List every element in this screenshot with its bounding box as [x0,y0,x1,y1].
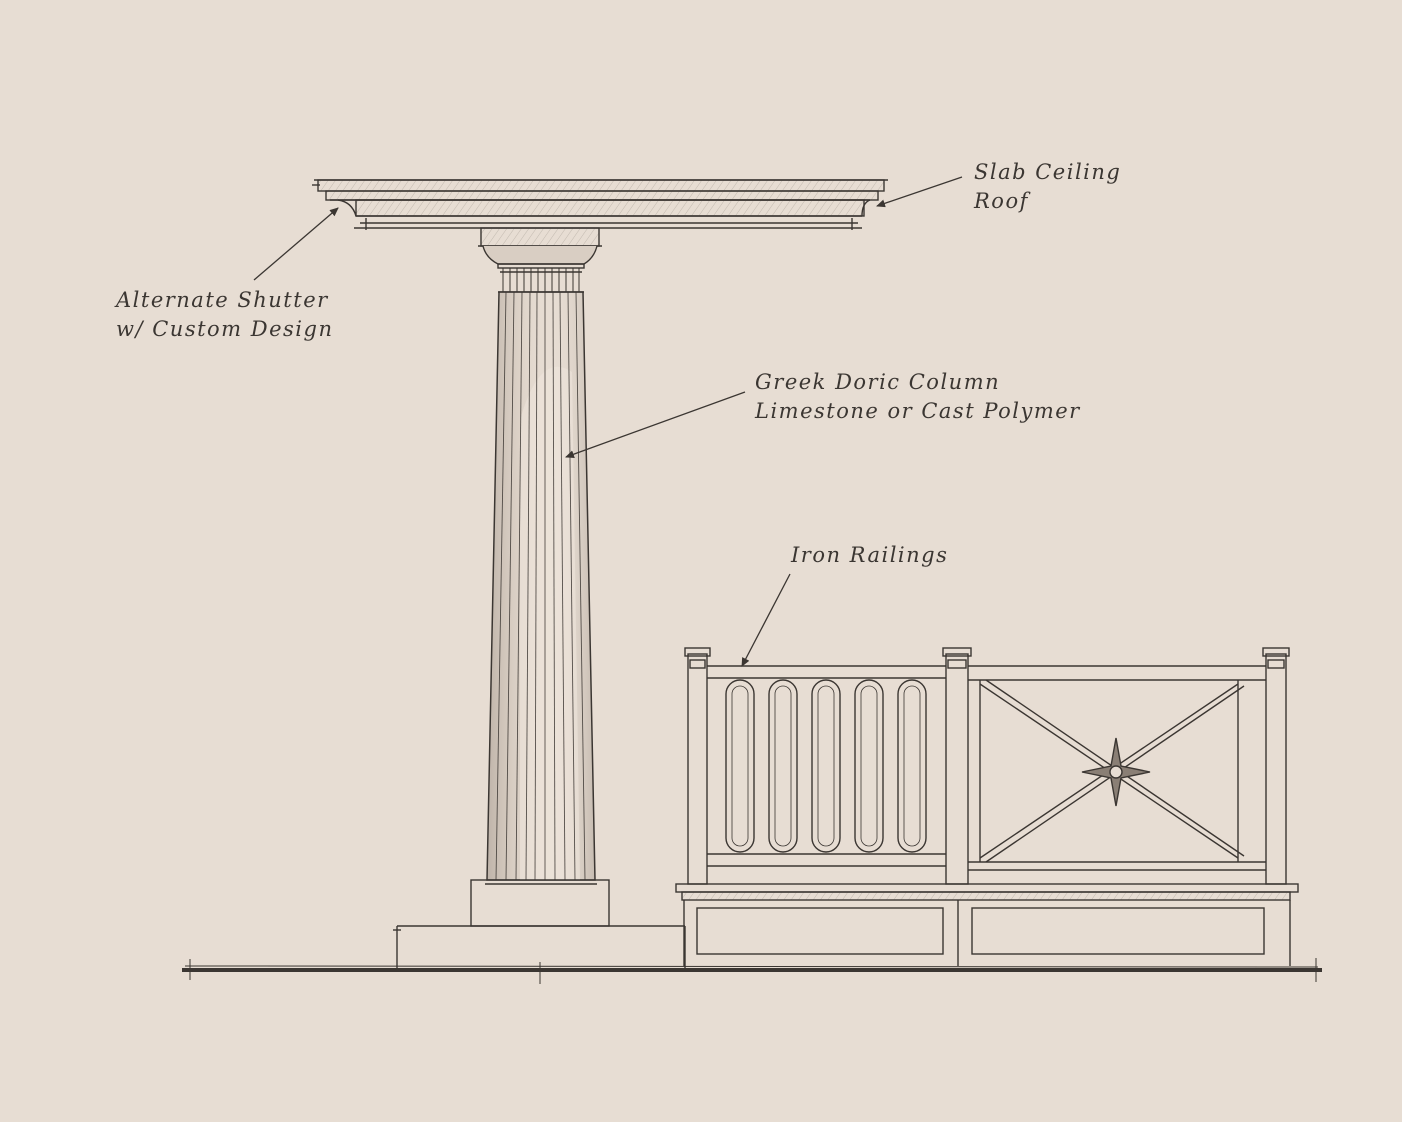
column-annotation: Greek Doric Column Limestone or Cast Pol… [755,368,1081,426]
railings-annotation: Iron Railings [791,541,948,570]
slab-ceiling [312,179,888,230]
shutter-annotation: Alternate Shutter w/ Custom Design [116,286,334,344]
leader-lines [253,176,963,667]
column-label: Greek Doric Column [755,370,1001,394]
iron-railing [675,647,1299,966]
shutter-detail-label: w/ Custom Design [116,317,334,341]
column-shaft [485,291,597,885]
column-material-label: Limestone or Cast Polymer [755,399,1081,423]
shutter-label: Alternate Shutter [116,288,329,312]
slab-ceiling-annotation: Slab Ceiling Roof [974,158,1121,216]
column-base [393,879,686,970]
column-capital [478,227,602,293]
roof-label: Roof [974,189,1029,213]
slab-ceiling-label: Slab Ceiling [974,160,1122,184]
railings-label: Iron Railings [791,543,949,567]
ground-line [182,958,1322,984]
